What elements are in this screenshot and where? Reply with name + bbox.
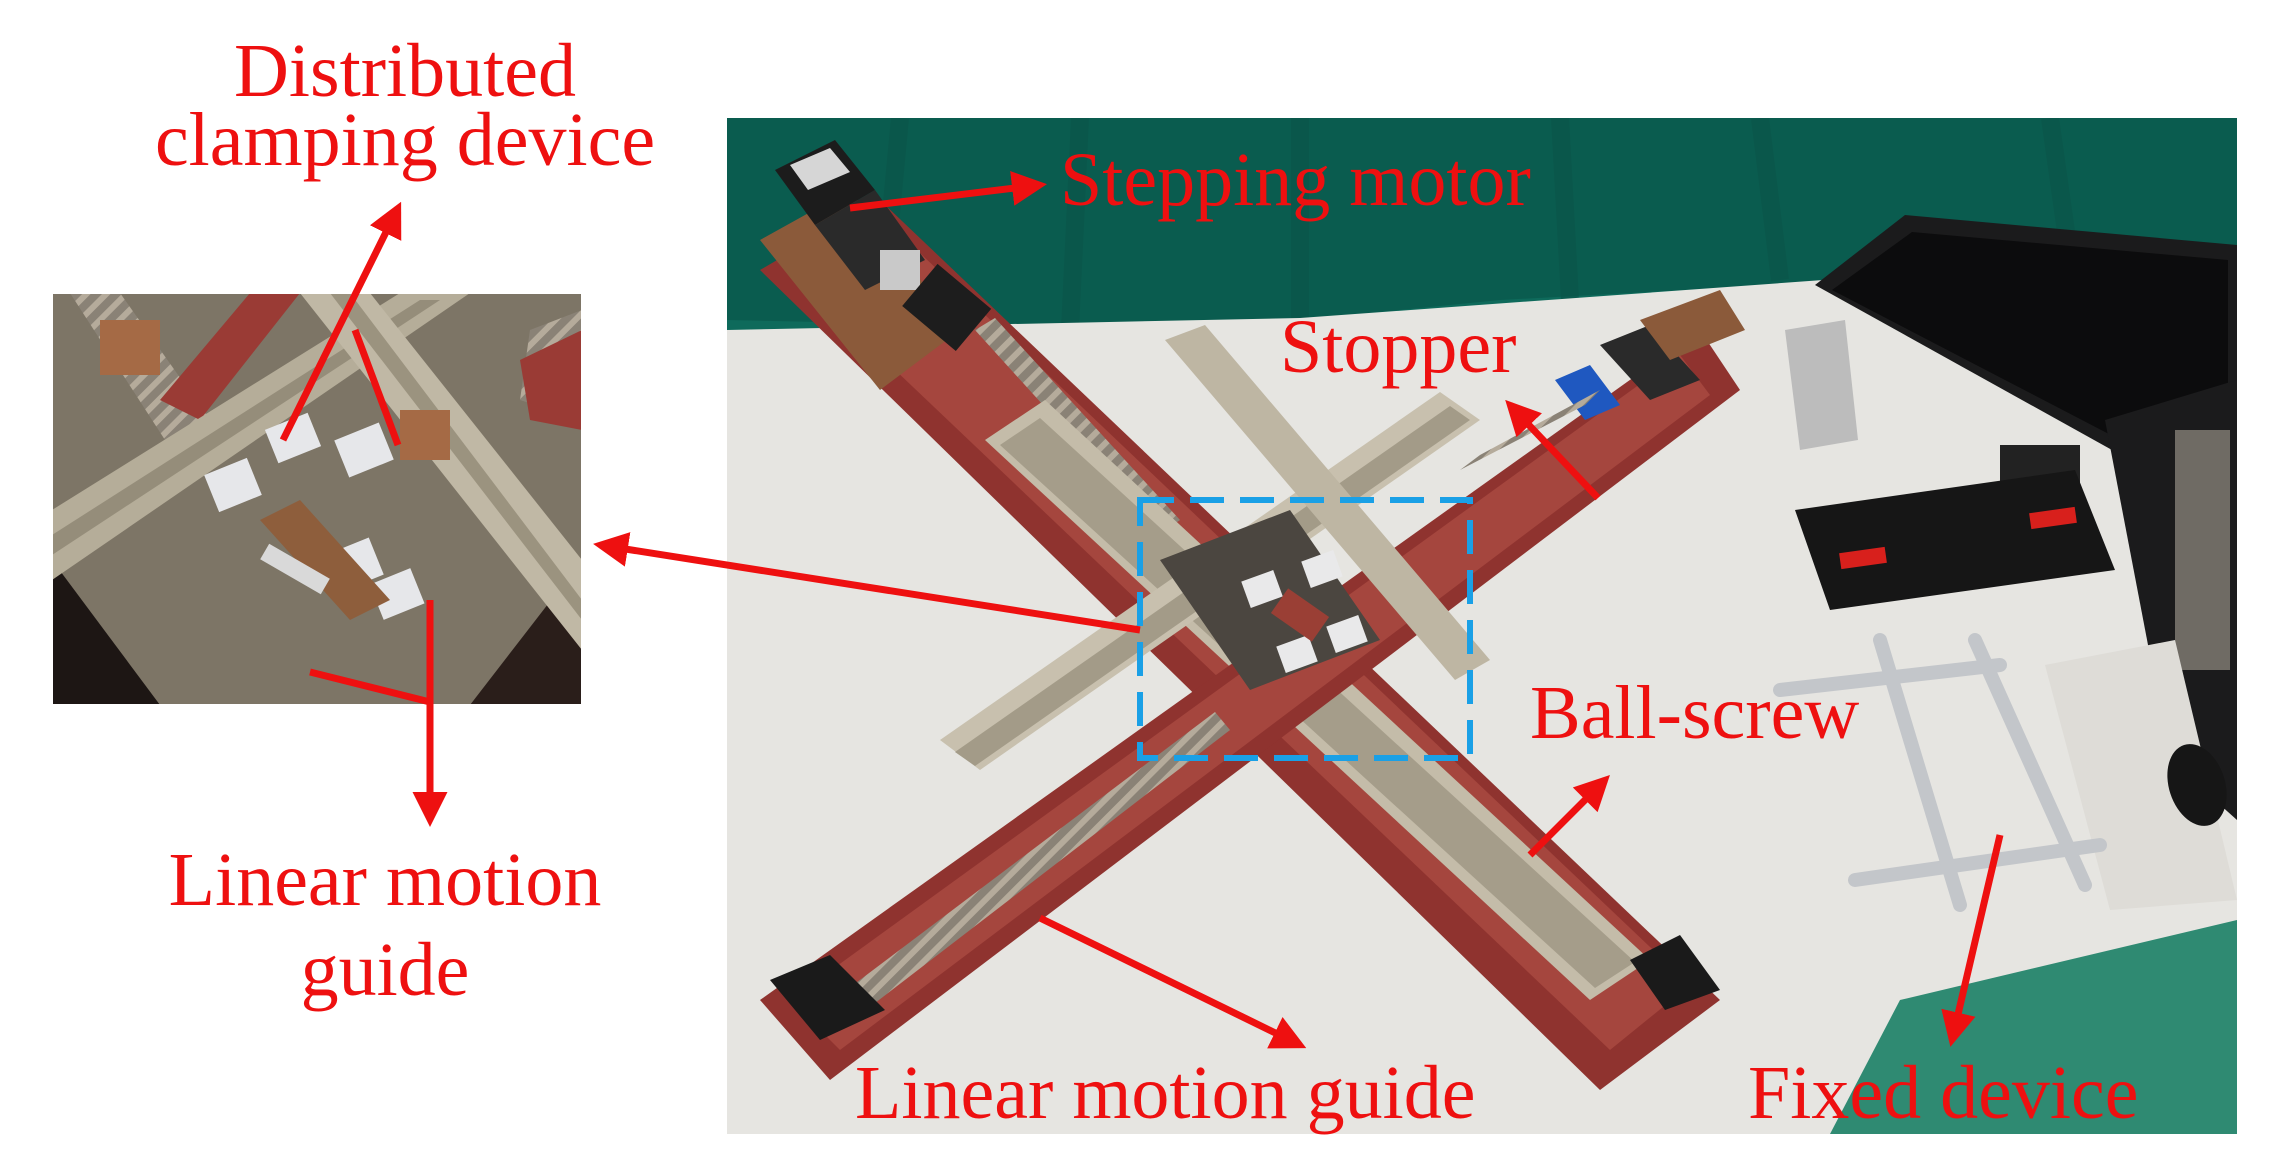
bearing-block-bottom-right <box>1630 935 1720 1010</box>
label-stopper: Stopper <box>1280 305 1516 389</box>
label-fixed-device: Fixed device <box>1748 1051 2138 1135</box>
arrow-linear-motion-bottom <box>1038 914 1307 1049</box>
inset-clamp-1 <box>204 457 262 513</box>
annotation-arrows <box>279 170 2004 1049</box>
arrow-linear-left-branch <box>309 668 431 706</box>
computer-monitor <box>1815 215 2237 820</box>
arrow-zoom-to-inset <box>593 532 1141 634</box>
label-linear-motion-left-line2: guide <box>301 928 470 1012</box>
annotation-labels: Distributed clamping device Stepping mot… <box>155 29 2139 1135</box>
stopper-block <box>1555 365 1620 420</box>
main-photo <box>727 118 2237 1134</box>
label-linear-motion-bottom: Linear motion guide <box>855 1051 1476 1135</box>
inset-photo <box>52 293 582 705</box>
keyboard <box>1795 470 2115 610</box>
mouse <box>2167 744 2227 826</box>
power-supply <box>1785 320 1858 450</box>
floor <box>1830 920 2237 1134</box>
highlight-box <box>1137 497 1473 761</box>
arrow-stepping-motor <box>849 170 1047 212</box>
arrow-clamping-branch <box>351 328 402 447</box>
bearing-block-bottom-left <box>770 955 885 1040</box>
arrow-clamping-device <box>279 201 402 442</box>
label-distributed-line1: Distributed <box>234 29 576 113</box>
linear-guide-cross <box>1165 325 1490 680</box>
label-distributed-line2: clamping device <box>155 98 655 182</box>
arrow-fixed-device <box>1941 834 2004 1047</box>
center-clamping-area <box>1160 510 1380 690</box>
fixed-device-frame <box>1773 633 2107 912</box>
label-linear-motion-left-line1: Linear motion <box>169 838 602 922</box>
label-ball-screw: Ball-screw <box>1530 671 1859 755</box>
inset-border <box>51 292 583 706</box>
arrow-stopper <box>1505 399 1601 501</box>
ball-screw-lower <box>820 712 1230 1030</box>
arrow-ball-screw <box>1527 775 1610 858</box>
inset-clamp-2 <box>334 422 394 478</box>
label-stepping-motor: Stepping motor <box>1060 138 1531 222</box>
stepping-motor-body <box>775 140 992 351</box>
